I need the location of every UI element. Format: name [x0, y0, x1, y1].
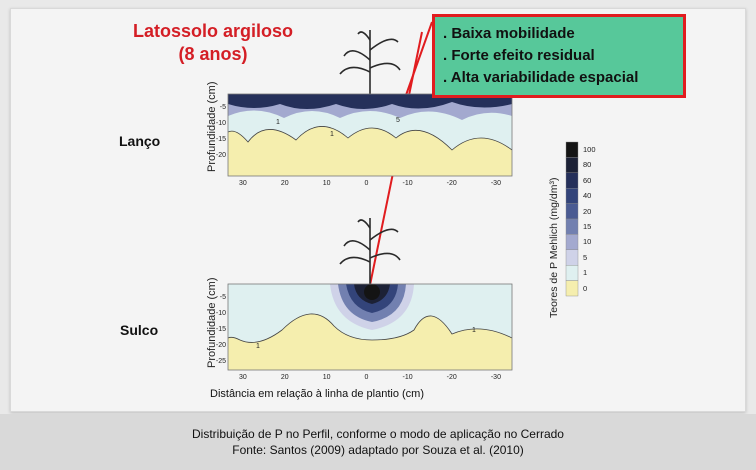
- svg-text:5: 5: [396, 117, 400, 124]
- plant-icon-bottom: [339, 218, 401, 285]
- legend-swatch-60: [565, 172, 579, 189]
- row-label-lanco: Lanço: [119, 133, 161, 149]
- legend-swatch-10: [565, 234, 579, 250]
- y-tick: -15: [215, 326, 226, 333]
- x-tick: 20: [280, 180, 289, 187]
- x-tick: -10: [402, 374, 413, 381]
- svg-text:1: 1: [276, 119, 280, 126]
- x-tick: -30: [490, 374, 501, 381]
- x-ticks-top: 30 20 10 0 -10 -20 -30: [222, 180, 518, 187]
- svg-text:1: 1: [256, 343, 260, 350]
- title-line-2: (8 anos): [178, 44, 248, 64]
- legend-label-5: 5: [583, 252, 588, 262]
- y-tick: -10: [215, 120, 226, 127]
- y-tick: -10: [215, 310, 226, 317]
- callout-item-2: . Forte efeito residual: [443, 47, 595, 64]
- y-ticks-bottom: -5 -10 -15 -20 -25: [214, 290, 226, 370]
- legend-label-60: 60: [583, 175, 592, 185]
- y-ticks-top: -5 -10 -15 -20: [214, 100, 226, 164]
- legend-label-100: 100: [583, 145, 596, 154]
- legend-label-10: 10: [583, 237, 592, 247]
- legend-swatch-80: [565, 157, 579, 173]
- plant-icon-top: [339, 30, 401, 94]
- legend-label-80: 80: [583, 160, 592, 170]
- y-tick: -15: [215, 136, 226, 143]
- y-tick: -25: [215, 358, 226, 365]
- legend-swatch-0: [565, 280, 579, 297]
- legend-swatch-1: [565, 265, 579, 281]
- svg-text:1: 1: [330, 131, 334, 138]
- legend-label-1: 1: [583, 268, 588, 278]
- callout-item-1: . Baixa mobilidade: [443, 25, 575, 42]
- x-tick: 30: [239, 374, 247, 381]
- caption-line-1: Distribuição de P no Perfil, conforme o …: [192, 427, 564, 441]
- legend-swatch-100: [565, 141, 579, 158]
- legend-color-bar: [565, 141, 579, 297]
- y-tick: -20: [215, 152, 226, 159]
- legend-label-20: 20: [583, 206, 592, 216]
- y-tick: -5: [219, 294, 226, 301]
- plot-sulco: 1 1: [227, 283, 513, 371]
- legend-label-40: 40: [583, 191, 592, 201]
- legend-label-15: 15: [583, 222, 592, 231]
- caption-bar: Distribuição de P no Perfil, conforme o …: [0, 414, 756, 470]
- title-line-1: Latossolo argiloso: [132, 21, 294, 41]
- x-tick: -20: [446, 374, 457, 381]
- legend-label-0: 0: [583, 283, 588, 293]
- x-ticks-bottom: 30 20 10 0 -10 -20 -30: [222, 374, 518, 381]
- x-tick: -10: [402, 180, 413, 187]
- x-axis-label: Distância em relação à linha de plantio …: [210, 388, 424, 400]
- legend-swatch-5: [565, 249, 579, 266]
- row-label-sulco: Sulco: [120, 322, 159, 338]
- legend-swatch-15: [565, 218, 579, 235]
- callout-box: . Baixa mobilidade . Forte efeito residu…: [432, 14, 686, 98]
- plot-lanco: 1 5 1: [227, 93, 513, 177]
- legend-swatch-20: [565, 203, 579, 220]
- y-tick: -20: [215, 342, 226, 349]
- caption-line-2: Fonte: Santos (2009) adaptado por Souza …: [232, 443, 524, 457]
- y-tick: -5: [219, 104, 226, 111]
- x-tick: 0: [364, 180, 369, 187]
- x-tick: 30: [239, 180, 247, 187]
- legend-title: Teores de P Mehlich (mg/dm³): [548, 177, 560, 318]
- x-tick: -30: [490, 180, 501, 187]
- x-tick: 10: [322, 180, 331, 187]
- x-tick: -20: [446, 180, 457, 187]
- callout-item-3: . Alta variabilidade espacial: [443, 69, 639, 86]
- slide-title: Latossolo argiloso (8 anos): [118, 20, 308, 66]
- x-tick: 10: [322, 374, 331, 381]
- legend-swatch-40: [565, 187, 579, 204]
- svg-text:1: 1: [472, 327, 476, 334]
- x-tick: 20: [280, 374, 289, 381]
- x-tick: 0: [364, 374, 369, 381]
